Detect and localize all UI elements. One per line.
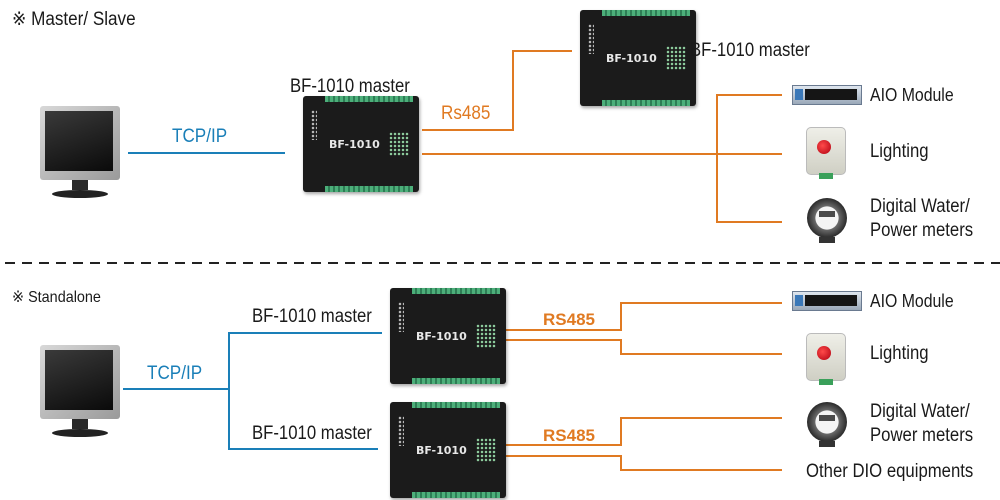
device-label-meter-2b: Power meters [870,425,974,446]
pc-monitor-icon-2 [40,345,124,445]
bf1010-controller-icon-1: BF-1010 [390,288,506,384]
device-label-aio: AIO Module [870,85,954,105]
master-label: BF-1010 master [290,76,410,97]
device-label-lighting: Lighting [870,141,929,162]
rs485-line-1b [505,339,782,355]
aio-module-icon-2 [792,291,862,311]
device-label-meter-1b: Digital Water/ [870,401,970,422]
device-label-dio: Other DIO equipments [806,461,974,482]
master-label-1: BF-1010 master [252,306,372,327]
bf1010-slave-controller-icon: BF-1010 [580,10,696,106]
rs485-label-1: RS485 [543,310,595,329]
device-label-aio-2: AIO Module [870,291,954,311]
rs485-line-2b [505,455,782,471]
lighting-controller-icon [806,127,846,179]
rs485-line-1a [505,302,782,331]
device-label-lighting-2: Lighting [870,343,929,364]
device-label-meter-1: Digital Water/ [870,196,970,217]
rs485-label-top: Rs485 [441,103,491,124]
section-title-standalone: ※ Standalone [12,289,101,306]
device-label-meter-2: Power meters [870,220,974,241]
tcp-label-bottom: TCP/IP [147,363,203,384]
master-label-2: BF-1010 master [252,423,372,444]
rs485-label-2: RS485 [543,426,595,445]
tcp-branch [228,332,382,450]
slave-label: BF-1010 master [690,40,810,61]
bf1010-controller-icon-2: BF-1010 [390,402,506,498]
tcp-label-top: TCP/IP [172,126,228,147]
section-title-master-slave: ※ Master/ Slave [12,9,136,30]
lighting-controller-icon-2 [806,333,846,385]
power-meter-icon [807,198,847,243]
aio-module-icon [792,85,862,105]
power-meter-icon-2 [807,402,847,447]
bf1010-controller-icon: BF-1010 [303,96,419,192]
pc-monitor-icon [40,106,124,206]
device-bus-top [716,94,782,223]
rs485-line-2a [505,417,782,446]
rs485-line-slave [422,50,572,131]
